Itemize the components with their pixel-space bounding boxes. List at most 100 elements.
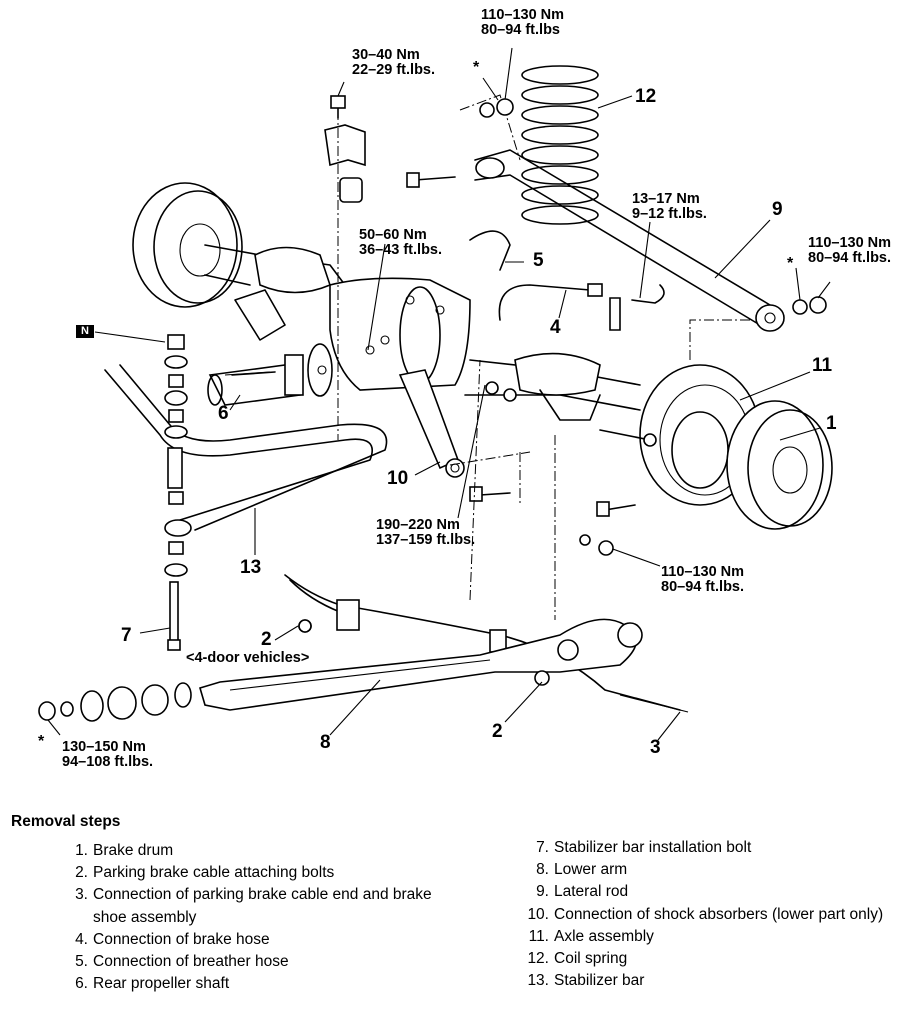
torque-nm: 110–130 Nm: [481, 7, 565, 23]
part-label-8: 8: [320, 732, 331, 753]
removal-step: 12. Coil spring: [523, 948, 913, 970]
star-marker-lower-arm: *: [38, 733, 45, 750]
part-label-11: 11: [812, 355, 833, 376]
part-label-5: 5: [533, 250, 544, 271]
step-number: 7.: [536, 839, 549, 856]
part-label-10: 10: [387, 468, 409, 489]
step-number: 13.: [527, 972, 549, 990]
step-text: Parking brake cable attaching bolts: [93, 864, 335, 882]
torque-nm: 130–150 Nm: [62, 739, 146, 755]
right-brake-backing-plate: [639, 364, 761, 506]
torque-ftlb: 22–29 ft.lbs.: [352, 62, 436, 79]
torque-differential-cover: 50–60 Nm 36–43 ft.lbs.: [359, 227, 443, 259]
axle-housing: [204, 244, 641, 421]
step-number: 11.: [528, 927, 549, 945]
torque-nm: 13–17 Nm: [632, 191, 700, 207]
removal-step: 7. Stabilizer bar installation bolt: [523, 837, 913, 859]
torque-nm: 110–130 Nm: [661, 564, 745, 580]
torque-coil-spring-top: 110–130 Nm 80–94 ft.lbs: [481, 7, 565, 39]
step-text: Brake drum: [93, 842, 174, 859]
step-text: Stabilizer bar: [554, 972, 645, 990]
brake-hose: [469, 230, 665, 321]
star-marker-lateral-rod: *: [787, 255, 794, 272]
removal-step: 10. Connection of shock absorbers (lower …: [523, 904, 913, 926]
removal-step: 6. Rear propeller shaft: [62, 973, 462, 995]
torque-ftlb: 94–108 ft.lbs.: [62, 754, 154, 771]
step-number: 3.: [75, 886, 88, 904]
propeller-shaft: [207, 343, 333, 406]
part-label-2-right: 2: [492, 721, 503, 742]
step-text: Stabilizer bar installation bolt: [554, 839, 752, 856]
torque-nm: 110–130 Nm: [808, 235, 892, 251]
coil-spring: [521, 65, 599, 225]
torque-ftlb: 80–94 ft.lbs.: [661, 579, 745, 596]
step-text: Lateral rod: [554, 883, 629, 901]
removal-step: 2. Parking brake cable attaching bolts: [62, 862, 462, 884]
torque-nm: 30–40 Nm: [352, 47, 420, 63]
part-label-6: 6: [218, 403, 229, 424]
torque-lateral-rod-end: 110–130 Nm 80–94 ft.lbs.: [808, 235, 892, 267]
part-label-2-left: 2: [261, 629, 272, 650]
step-text: Coil spring: [554, 950, 628, 968]
step-text: Rear propeller shaft: [93, 975, 230, 993]
step-number: 1.: [75, 842, 88, 859]
torque-lower-arm-front: 130–150 Nm 94–108 ft.lbs.: [62, 739, 154, 771]
self-locking-nut-marker: N: [76, 325, 94, 338]
removal-step: 11. Axle assembly: [523, 926, 913, 948]
stabilizer-bracket: [324, 124, 366, 203]
removal-step: 8. Lower arm: [523, 859, 913, 881]
part-label-1: 1: [826, 413, 837, 434]
removal-steps-title: Removal steps: [11, 813, 121, 830]
torque-lower-arm-axle: 110–130 Nm 80–94 ft.lbs.: [661, 564, 745, 596]
torque-stabilizer-bracket: 30–40 Nm 22–29 ft.lbs.: [352, 47, 436, 79]
lower-arm-bushings: [38, 682, 192, 722]
part-label-7: 7: [121, 625, 132, 646]
step-number: 9.: [536, 883, 549, 901]
lower-arm: [199, 618, 643, 711]
torque-ftlb: 36–43 ft.lbs.: [359, 242, 443, 259]
step-text: Connection of shock absorbers (lower par…: [554, 905, 884, 923]
torque-nm: 50–60 Nm: [359, 227, 427, 243]
step-number: 5.: [75, 953, 88, 971]
torque-ftlb: 137–159 ft.lbs.: [376, 532, 476, 549]
step-text: Lower arm: [554, 861, 628, 879]
step-number: 8.: [536, 861, 549, 879]
removal-step: 1. Brake drum: [62, 840, 462, 862]
part-label-12: 12: [635, 86, 657, 107]
torque-shock-lower: 190–220 Nm 137–159 ft.lbs.: [376, 517, 476, 549]
torque-ftlb: 80–94 ft.lbs.: [808, 250, 892, 267]
lateral-rod: [474, 149, 827, 332]
removal-step: 13. Stabilizer bar: [523, 970, 913, 992]
step-number: 10.: [527, 905, 549, 923]
part-label-3: 3: [650, 737, 661, 758]
step-text: Connection of breather hose: [93, 953, 289, 971]
star-marker-spring: *: [473, 59, 480, 76]
removal-step: 9. Lateral rod: [523, 881, 913, 903]
diagram-artwork: [38, 47, 833, 741]
removal-steps-left-column: 1. Brake drum 2. Parking brake cable attac…: [62, 840, 462, 995]
removal-step: 3. Connection of parking brake cable end …: [62, 884, 432, 928]
alignment-lines: [337, 94, 750, 620]
step-text: Connection of parking brake cable end an…: [93, 886, 432, 926]
left-brake-drum: [132, 182, 243, 308]
step-number: 2.: [75, 864, 88, 882]
stabilizer-link-stack: [164, 334, 188, 651]
removal-step: 5. Connection of breather hose: [62, 951, 462, 973]
part-label-13: 13: [240, 557, 262, 578]
part-label-9: 9: [772, 199, 783, 220]
step-number: 6.: [75, 975, 88, 993]
step-number: 4.: [75, 930, 88, 948]
step-number: 12.: [527, 950, 549, 968]
step-text: Axle assembly: [554, 927, 654, 945]
torque-lateral-rod-axle: 13–17 Nm 9–12 ft.lbs.: [632, 191, 707, 223]
part-label-4: 4: [550, 317, 561, 338]
small-parts: [298, 98, 621, 633]
removal-steps-right-column: 7. Stabilizer bar installation bolt 8. Low…: [523, 837, 913, 992]
torque-ftlb: 80–94 ft.lbs: [481, 22, 560, 39]
four-door-note: <4-door vehicles>: [186, 650, 310, 666]
step-text: Connection of brake hose: [93, 930, 270, 948]
torque-ftlb: 9–12 ft.lbs.: [632, 206, 707, 223]
right-brake-drum: [726, 400, 833, 530]
leader-lines: [47, 47, 831, 741]
rear-suspension-exploded-diagram: 1 2 2 3 4 5 6 7 8 9 10 11 12 13 N * * * …: [38, 7, 892, 771]
